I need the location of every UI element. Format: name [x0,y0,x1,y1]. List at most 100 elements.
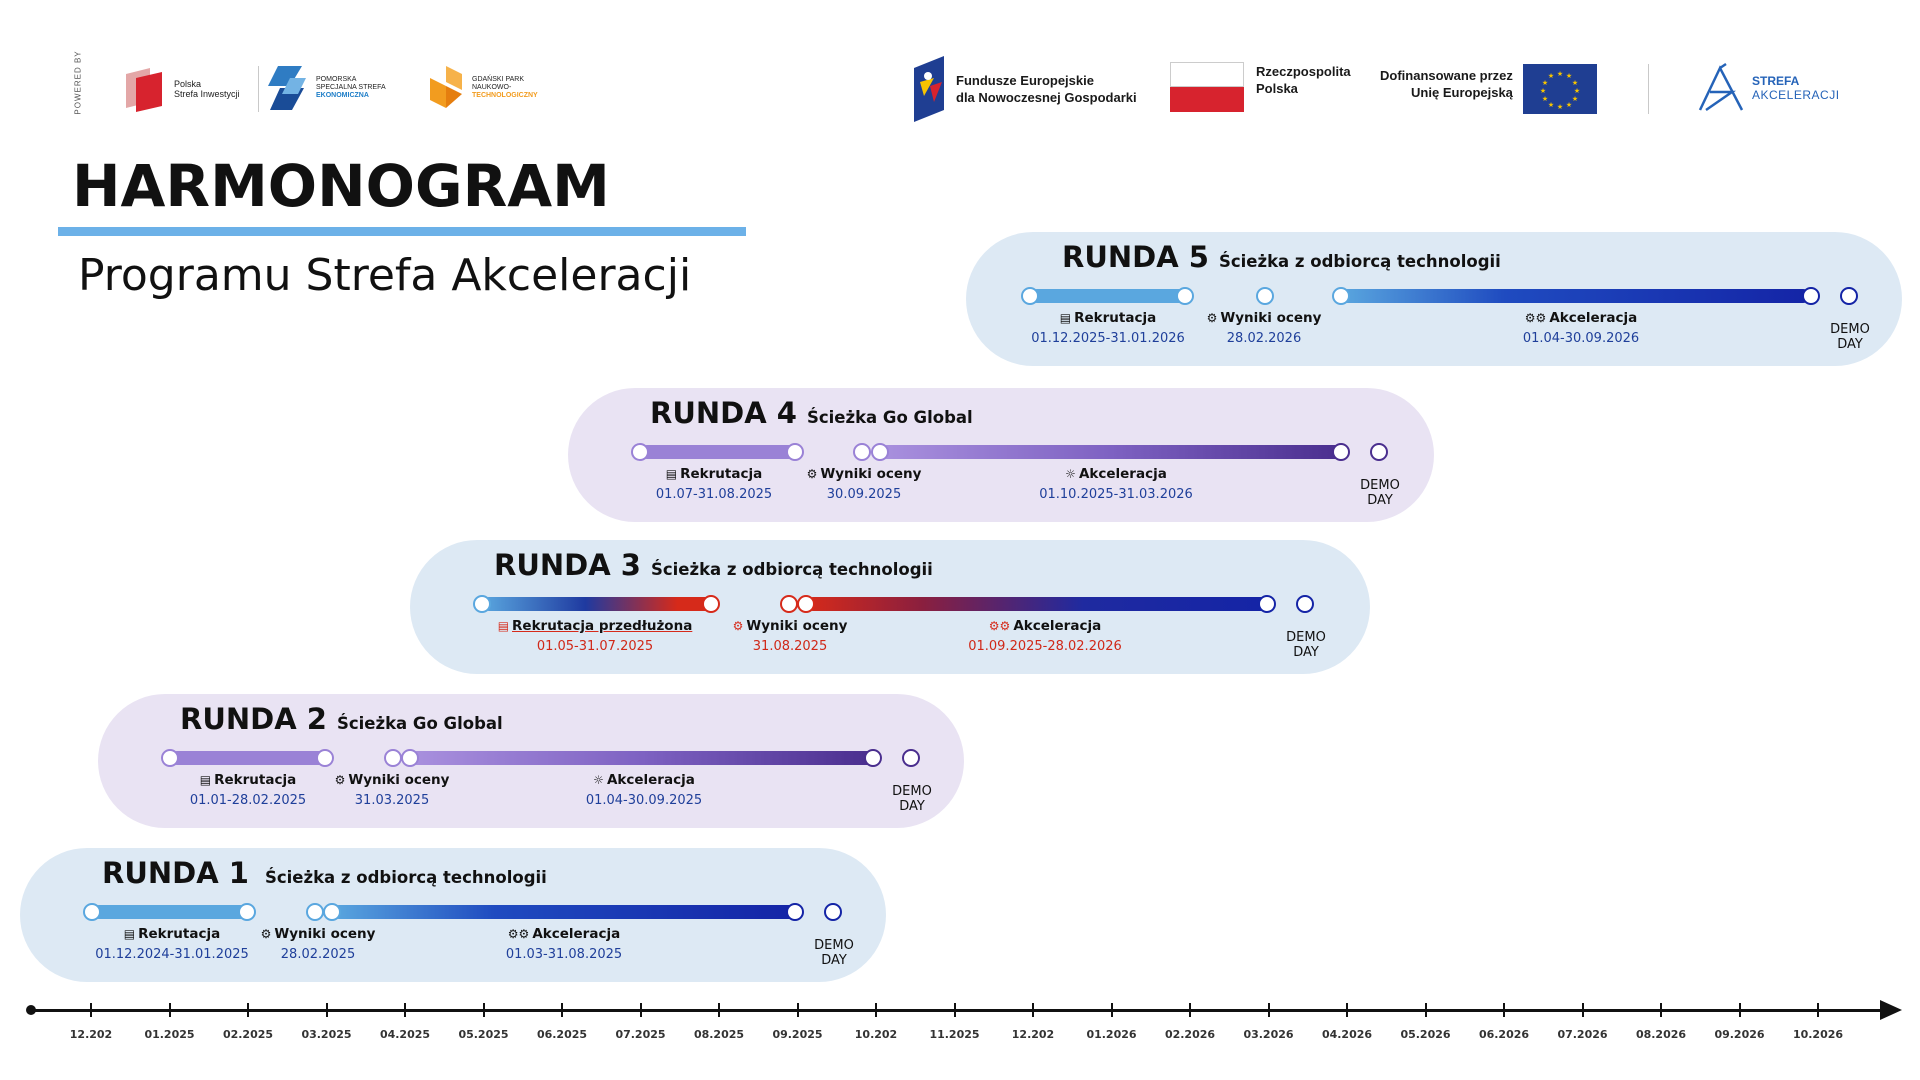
round-2-name: RUNDA 2 [180,702,327,736]
round-1-path: Ścieżka z odbiorcą technologii [264,868,547,887]
round-1-demo-line1: DEMO [814,938,854,953]
svg-text:★: ★ [1557,103,1563,111]
round-1-demo-day: DEMO DAY [806,938,862,968]
round-4-acceleration-date: 01.10.2025-31.03.2026 [1039,487,1193,502]
timeline-month-label: 06.2026 [1478,1028,1530,1041]
timeline-tick [1424,1003,1427,1017]
timeline-tick [1581,1003,1584,1017]
round-3-acceleration-title: Akceleracja [1013,618,1102,634]
logo-bar: POWERED BY Polska Strefa Inwestycji POMO… [0,0,1920,130]
timeline-tick [718,1003,720,1017]
svg-text:★: ★ [1572,79,1578,87]
round-3-name: RUNDA 3 [494,548,641,582]
timeline-month-label: 02.2025 [222,1028,274,1041]
round-1-demo-dot [824,903,842,921]
round-5-name: RUNDA 5 [1062,240,1209,274]
timeline-tick [1503,1003,1505,1017]
round-5-demo-day: DEMO DAY [1822,322,1878,352]
timeline-tick [639,1003,642,1017]
round-3-recruitment-label: ▤Rekrutacja przedłużona 01.05-31.07.2025 [490,618,700,654]
rp-line-2: Polska [1256,81,1298,96]
psse-line-2: SPECJALNA STREFA [316,84,386,91]
timeline-tick [1346,1003,1348,1017]
round-4-recruitment-end [786,443,804,461]
svg-text:★: ★ [1574,87,1580,95]
logo-divider-2 [1648,64,1649,114]
timeline-tick [1817,1003,1819,1017]
psse-logo: POMORSKA SPECJALNA STREFA EKONOMICZNA [268,64,386,112]
round-4-acceleration-start [871,443,889,461]
round-3-path: Ścieżka z odbiorcą technologii [650,560,933,579]
round-2-recruitment-start [161,749,179,767]
timeline-month-label: 01.2025 [144,1028,195,1041]
round-3-results-dot [780,595,798,613]
round-5-recruitment-bar [1030,289,1186,303]
timeline-tick [482,1003,485,1017]
round-1-results-dot [306,903,324,921]
round-4-results-title: Wyniki oceny [820,466,922,482]
round-3-acceleration-start [797,595,815,613]
timeline-month-label: 10.2026 [1792,1028,1844,1041]
round-2-results-label: ⚙Wyniki oceny 31.03.2025 [326,772,458,808]
round-5-recruitment-end [1176,287,1194,305]
round-3-acceleration-date: 01.09.2025-28.02.2026 [968,639,1122,654]
round-1-acceleration-date: 01.03-31.08.2025 [505,947,623,962]
timeline-tick [1738,1003,1741,1017]
gpnt-line-2: NAUKOWO- [472,84,512,91]
round-5-path: Ścieżka z odbiorcą technologii [1218,252,1501,271]
timeline-month-label: 02.2026 [1164,1028,1216,1041]
round-4-name: RUNDA 4 [650,396,797,430]
round-2-results-dot [384,749,402,767]
timeline-month-label: 09.2025 [772,1028,823,1041]
round-1-recruitment-date: 01.12.2024-31.01.2025 [95,947,249,962]
round-2-recruitment-label: ▤Rekrutacja 01.01-28.02.2025 [168,772,328,808]
round-3-results-date: 31.08.2025 [752,639,828,654]
timeline-tick [1267,1003,1270,1017]
psse-mark-icon [268,66,306,110]
timeline-month-label: 12.202 [69,1028,113,1041]
timeline-tick [90,1003,92,1017]
round-2-acceleration-label: ☼Akceleracja 01.04-30.09.2025 [560,772,728,808]
document-icon: ▤ [199,773,212,787]
round-2-heading: RUNDA 2 Ścieżka Go Global [180,702,503,736]
round-3-recruitment-end [702,595,720,613]
round-3-demo-line2: DAY [1293,645,1319,660]
gpnt-logo: GDAŃSKI PARK NAUKOWO- TECHNOLOGICZNY [426,64,538,112]
round-2-recruitment-end [316,749,334,767]
psi-line-2: Strefa Inwestycji [174,89,240,99]
svg-text:★: ★ [1548,72,1554,80]
timeline-tick [247,1003,249,1017]
round-2-demo-dot [902,749,920,767]
round-1-acceleration-end [786,903,804,921]
document-icon: ▤ [123,927,136,941]
round-1-recruitment-label: ▤Rekrutacja 01.12.2024-31.01.2025 [84,926,260,962]
lightbulb-icon: ☼ [593,773,604,787]
round-5-results-dot [1256,287,1274,305]
round-5-acceleration-start [1332,287,1350,305]
round-4-recruitment-label: ▤Rekrutacja 01.07-31.08.2025 [634,466,794,502]
fe-line-2: dla Nowoczesnej Gospodarki [956,90,1137,105]
round-1-results-date: 28.02.2025 [280,947,356,962]
round-4-recruitment-bar [640,445,796,459]
timeline-tick [168,1003,171,1017]
round-3-results-label: ⚙Wyniki oceny 31.08.2025 [722,618,858,654]
round-1-results-label: ⚙Wyniki oceny 28.02.2025 [250,926,386,962]
round-4-demo-dot [1370,443,1388,461]
round-4-recruitment-title: Rekrutacja [680,466,763,482]
timeline-tick [875,1003,877,1017]
psi-mark-icon [126,68,162,112]
round-3-demo-line1: DEMO [1286,630,1326,645]
gears-icon: ⚙⚙ [507,927,530,941]
svg-text:★: ★ [1542,95,1548,103]
round-5-recruitment-label: ▤Rekrutacja 01.12.2025-31.01.2026 [1020,310,1196,346]
round-4-demo-line1: DEMO [1360,478,1400,493]
powered-by: POWERED BY [70,50,84,122]
round-3-heading: RUNDA 3 Ścieżka z odbiorcą technologii [494,548,933,582]
round-5-recruitment-start [1021,287,1039,305]
timeline-month-label: 12.202 [1011,1028,1055,1041]
round-5-acceleration-date: 01.04-30.09.2026 [1522,331,1640,346]
timeline-tick [404,1003,406,1017]
round-4-results-date: 30.09.2025 [826,487,902,502]
lightbulb-icon: ☼ [1065,467,1076,481]
timeline-month-label: 11.2025 [929,1028,980,1041]
